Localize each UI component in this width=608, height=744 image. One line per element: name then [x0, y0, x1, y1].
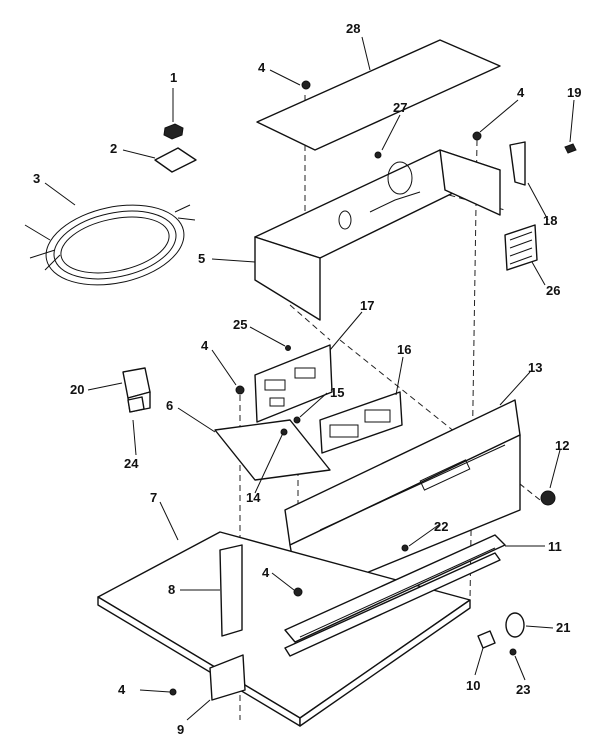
callout-12: 12	[555, 438, 569, 453]
callout-19: 19	[567, 85, 581, 100]
callout-22: 22	[434, 519, 448, 534]
grille	[504, 224, 538, 271]
trim-strip	[284, 534, 506, 657]
callout-17: 17	[360, 298, 374, 313]
callout-23: 23	[516, 682, 530, 697]
callout-16: 16	[397, 342, 411, 357]
channel	[214, 419, 331, 481]
callout-3: 3	[33, 171, 40, 186]
screw-19	[564, 143, 577, 154]
screw-4e	[169, 688, 177, 696]
callout-20: 20	[70, 382, 84, 397]
fastener-15	[293, 416, 301, 424]
knob	[540, 490, 556, 506]
top-cover-plate	[256, 39, 501, 151]
callout-11: 11	[548, 539, 562, 554]
callout-5: 5	[198, 251, 205, 266]
callout-10: 10	[466, 678, 480, 693]
callout-27: 27	[393, 100, 407, 115]
callout-13: 13	[528, 360, 542, 375]
screw-4b	[472, 131, 482, 141]
callout-8: 8	[168, 582, 175, 597]
callout-6: 6	[166, 398, 173, 413]
upper-housing	[254, 149, 501, 321]
clip	[127, 396, 145, 413]
callout-15: 15	[330, 385, 344, 400]
callout-21: 21	[556, 620, 570, 635]
power-cord	[24, 204, 196, 286]
base-tray	[97, 531, 471, 727]
callout-4d: 4	[262, 565, 270, 580]
nut	[163, 123, 184, 140]
screw-4a	[301, 80, 311, 90]
leader-lines	[44, 36, 575, 721]
callout-4e: 4	[118, 682, 126, 697]
callout-28: 28	[346, 21, 360, 36]
fastener-25	[285, 345, 291, 351]
screw-4c	[235, 385, 245, 395]
bracket	[509, 141, 526, 186]
callout-9: 9	[177, 722, 184, 737]
callout-2: 2	[110, 141, 117, 156]
callout-24: 24	[124, 456, 139, 471]
callout-26: 26	[546, 283, 560, 298]
callout-labels: 1 2 3 4 4 4 4 4 5 6 7 8 9 10 11 12 13 14…	[33, 21, 581, 737]
circuit-board	[254, 344, 333, 423]
control-panel	[319, 391, 403, 454]
bottom-bracket	[209, 654, 246, 701]
fastener-14	[280, 428, 288, 436]
grommet	[505, 612, 525, 638]
fastener-27	[374, 151, 382, 159]
callout-25: 25	[233, 317, 247, 332]
mounting-plate	[154, 147, 197, 173]
callout-4b: 4	[517, 85, 525, 100]
callout-4c: 4	[201, 338, 209, 353]
callout-18: 18	[543, 213, 557, 228]
callout-1: 1	[170, 70, 177, 85]
screw-4d	[293, 587, 303, 597]
callout-4a: 4	[258, 60, 266, 75]
washer	[509, 648, 517, 656]
side-panel	[219, 544, 243, 637]
clip-10	[477, 630, 496, 649]
callout-14: 14	[246, 490, 261, 505]
screw-22	[401, 544, 409, 552]
callout-7: 7	[150, 490, 157, 505]
